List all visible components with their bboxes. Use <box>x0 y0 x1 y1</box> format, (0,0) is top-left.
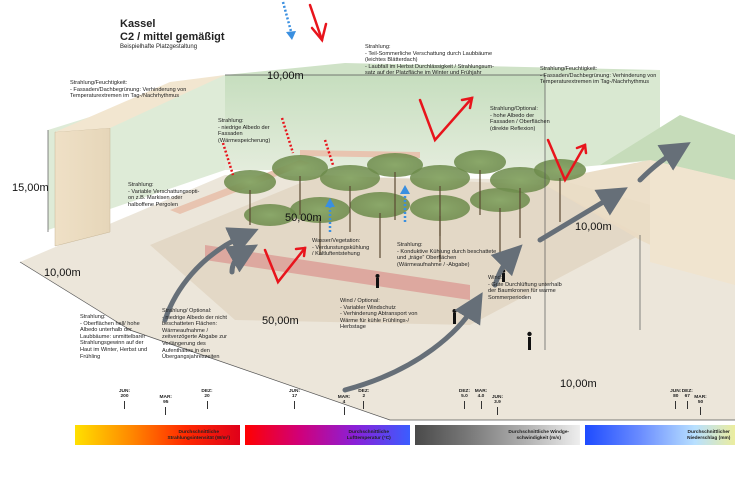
dim-right-depth: 10,00m <box>575 221 612 233</box>
legend-label-2: Durchschnittliche Lufttemperatur (°C) <box>346 430 391 441</box>
legend-tick-1-3: DEZ: 20 <box>197 389 217 409</box>
dim-center-width: 50,00m <box>285 212 322 224</box>
page-subtitle: Beispielhafte Platzgestaltung <box>120 44 198 50</box>
tree-canopy <box>224 150 586 226</box>
annotation-deciduous-shade: Strahlung: - Teil-Sommerliche Verschattu… <box>365 44 495 77</box>
right-building-face <box>650 160 735 285</box>
legend-tick-3-1: DEZ: 5.0 <box>455 389 475 409</box>
legend-tick-2-1: JUN: 17 <box>285 389 305 409</box>
legend-tick-1-2: MAR: 95 <box>156 395 176 415</box>
annotation-greening-left: Strahlung/Feuchtigkeit: - Fassaden/Dachb… <box>70 80 187 100</box>
legend-label-1: Durchschnittliche Strahlungsintensität (… <box>167 430 231 441</box>
legend-tick-2-3: DEZ: 2 <box>354 389 374 409</box>
left-building <box>54 127 111 247</box>
annotation-high-albedo: Strahlung/Optional: - hohe Albedo der Fa… <box>490 106 550 132</box>
climate-title: C2 / mittel gemäßigt <box>120 31 225 43</box>
annotation-wind-protection: Wind / Optional: - Variabler Windschutz … <box>340 298 418 331</box>
legend-label-4: Durchschnittlicher Niederschlag (mm) <box>687 430 731 441</box>
annotation-evaporative-cooling: Wasser/Vegetation: - Verdunstungskühlung… <box>312 238 370 258</box>
right-green-wall <box>545 70 660 170</box>
legend-label-3: Durchschnittliche Windge- schwindigkeit … <box>508 430 570 441</box>
dotted-solar-arrows <box>221 117 335 176</box>
legend-tick-1-1: JUN: 200 <box>115 389 135 409</box>
legend-bar-1 <box>75 425 240 445</box>
annotation-greening-right: Strahlung/Feuchtigkeit: - Fassaden/Dachb… <box>540 66 657 86</box>
dim-depth-top: 10,00m <box>267 70 304 82</box>
annotation-ventilation: Wind: - Gute Durchlüftung unterhalb der … <box>488 275 562 301</box>
legend-bar-4 <box>585 425 735 445</box>
annotation-conductive-cooling: Strahlung: - Konduktive Kühlung durch be… <box>397 242 497 268</box>
city-title: Kassel <box>120 18 156 30</box>
legend-tick-3-3: MAR: 4.0 <box>471 389 491 409</box>
evaporation-arrows <box>281 1 407 232</box>
dim-bottom-right: 10,00m <box>560 378 597 390</box>
bench <box>205 245 470 300</box>
legend-bar-3 <box>415 425 580 445</box>
annotation-low-albedo-ground: Strahlung/ Optional: - niedrige Albedo d… <box>162 308 227 361</box>
legend-tick-4-2: MAR: 50 <box>691 395 711 415</box>
annotation-low-albedo-facade: Strahlung: - niedrige Albedo der Fassade… <box>218 118 271 144</box>
legend-bar-2 <box>245 425 410 445</box>
left-building-top <box>55 75 225 132</box>
dim-left-bottom: 10,00m <box>44 267 81 279</box>
dim-bottom-width: 50,00m <box>262 315 299 327</box>
wind-arrows <box>162 142 691 393</box>
dim-height-left: 15,00m <box>12 182 49 194</box>
annotation-variable-shading: Strahlung: - Variable Verschattungsopti-… <box>128 182 200 208</box>
legend-tick-2-2: MAR: 4 <box>334 395 354 415</box>
legend-tick-3-2: JUN: 3.9 <box>488 395 508 415</box>
arrowheads-blue <box>286 31 410 207</box>
back-roof <box>225 63 660 75</box>
legend-tick-4-3: DEZ: 67 <box>677 389 697 409</box>
legend-tick-4-1: JUN: 80 <box>666 389 686 409</box>
solar-arrows <box>263 3 588 285</box>
annotation-bright-surfaces: Strahlung: - Oberflächen hell/ hohe Albe… <box>80 314 148 360</box>
